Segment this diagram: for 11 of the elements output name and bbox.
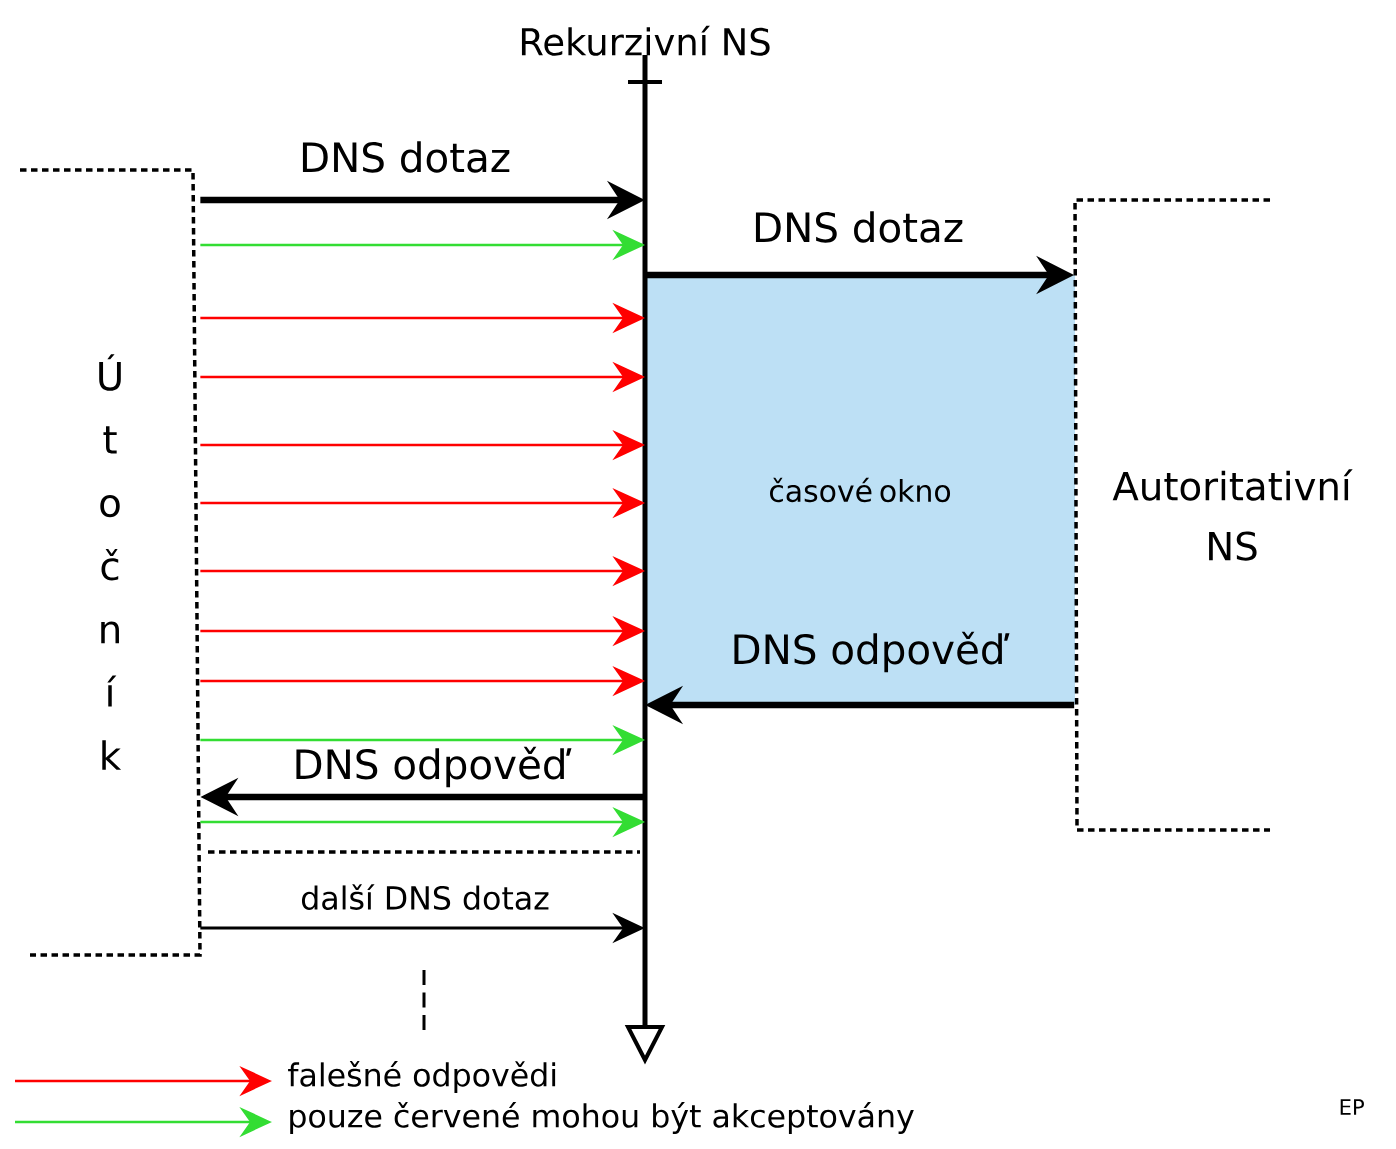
edge-label: DNS odpověď: [734, 631, 1010, 673]
legend-text: falešné odpovědi: [288, 1061, 556, 1093]
legend-text: pouze červené mohou být akceptovány: [290, 1102, 914, 1134]
author-mark: EP: [1340, 1099, 1364, 1115]
edge-label: DNS dotaz: [755, 211, 963, 243]
edge-label: DNS odpověď: [296, 746, 572, 788]
edge-label: DNS dotaz: [302, 141, 510, 173]
authoritative-region: Autoritativní NS: [1073, 198, 1353, 832]
edge-label: další DNS dotaz: [301, 884, 549, 910]
attacker-region: Útočník: [20, 168, 202, 957]
node-label: Rekurzivní NS: [521, 25, 770, 56]
